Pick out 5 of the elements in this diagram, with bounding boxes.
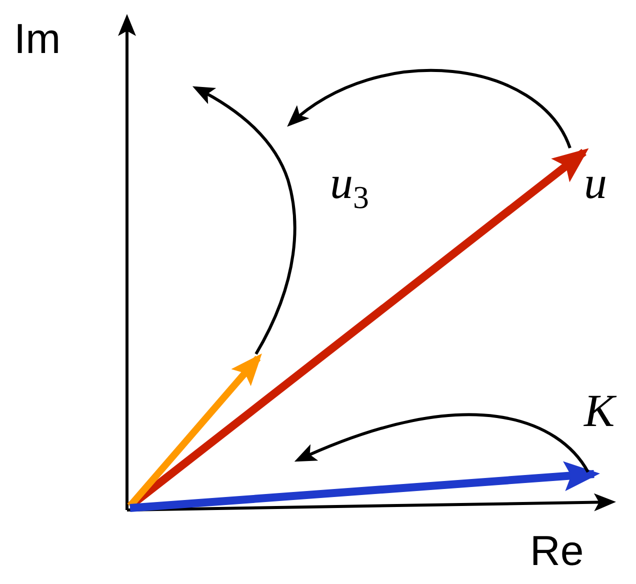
vector-label: u$_{3}$ (330, 160, 369, 214)
axis-label: Im (14, 18, 61, 60)
vector-label: u (584, 160, 607, 206)
axis-label: Re (530, 530, 584, 572)
vector-label: K (584, 388, 615, 434)
